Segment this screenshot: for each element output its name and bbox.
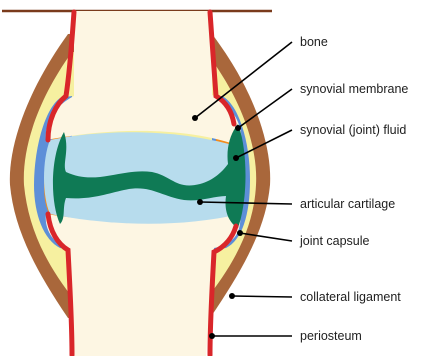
label-synovial-fluid: synovial (joint) fluid (300, 123, 406, 137)
pointer-dot-joint-capsule (237, 230, 243, 236)
label-joint-capsule: joint capsule (299, 234, 370, 248)
pointer-dot-synovial-membrane (235, 125, 241, 131)
pointer-dot-synovial-fluid (233, 155, 239, 161)
pointer-dot-periosteum (209, 333, 215, 339)
leader-collateral-ligament (232, 296, 292, 297)
label-bone: bone (300, 35, 328, 49)
label-collateral-ligament: collateral ligament (300, 290, 401, 304)
pointer-dot-bone (192, 115, 198, 121)
label-articular-cartilage: articular cartilage (300, 197, 395, 211)
pointer-dot-articular-cartilage (197, 199, 203, 205)
label-periosteum: periosteum (300, 329, 362, 343)
pointer-dot-collateral-ligament (229, 293, 235, 299)
label-synovial-membrane: synovial membrane (300, 82, 408, 96)
